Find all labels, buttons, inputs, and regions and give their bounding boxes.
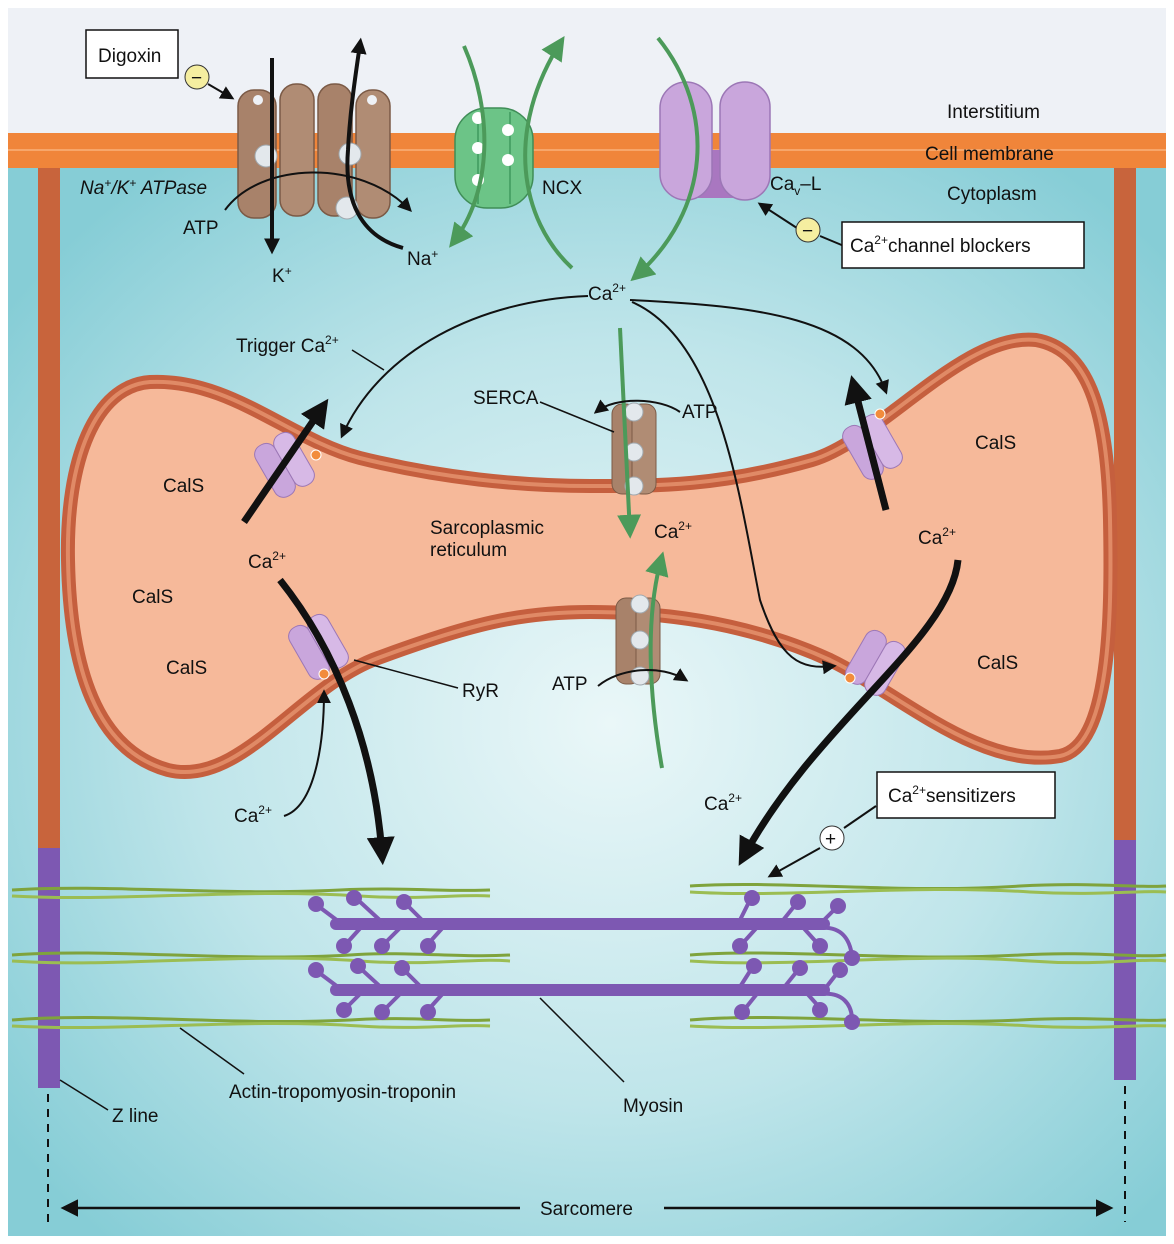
cals-label-1: CalS xyxy=(163,476,204,497)
z-line-right xyxy=(1114,168,1136,1080)
serca-atp-bottom-label: ATP xyxy=(552,674,588,695)
ca-sensitizers-label: Ca2+sensitizers xyxy=(888,783,1016,807)
ncx-label: NCX xyxy=(542,178,582,199)
cell-membrane-label: Cell membrane xyxy=(925,144,1054,165)
digoxin-label: Digoxin xyxy=(98,46,161,67)
interstitium-label: Interstitium xyxy=(947,102,1040,123)
cals-label-5: CalS xyxy=(977,653,1018,674)
ncx-exchanger xyxy=(455,108,533,208)
atpase-atp-label: ATP xyxy=(183,218,219,239)
sr-label-line1: Sarcoplasmic xyxy=(430,518,544,539)
trigger-ca-label: Trigger Ca2+ xyxy=(236,333,339,357)
cals-label-2: CalS xyxy=(132,587,173,608)
z-line-label: Z line xyxy=(112,1106,158,1127)
svg-text:+: + xyxy=(825,829,836,850)
z-line-left xyxy=(38,168,60,1088)
ryr-label: RyR xyxy=(462,681,499,702)
serca-atp-top-label: ATP xyxy=(682,402,718,423)
actin-label: Actin-tropomyosin-troponin xyxy=(229,1082,456,1103)
cals-label-4: CalS xyxy=(975,433,1016,454)
cytoplasm-label: Cytoplasm xyxy=(947,184,1037,205)
na-k-atpase-label: Na+/K+ ATPase xyxy=(80,176,207,199)
myosin-label: Myosin xyxy=(623,1096,683,1117)
serca-pump-top xyxy=(612,403,656,495)
sarcomere-label: Sarcomere xyxy=(540,1199,633,1220)
svg-text:−: − xyxy=(802,221,813,242)
cals-label-3: CalS xyxy=(166,658,207,679)
na-k-atpase xyxy=(238,84,390,219)
svg-text:−: − xyxy=(191,68,202,89)
sr-label-line2: reticulum xyxy=(430,540,507,561)
serca-label: SERCA xyxy=(473,388,539,409)
